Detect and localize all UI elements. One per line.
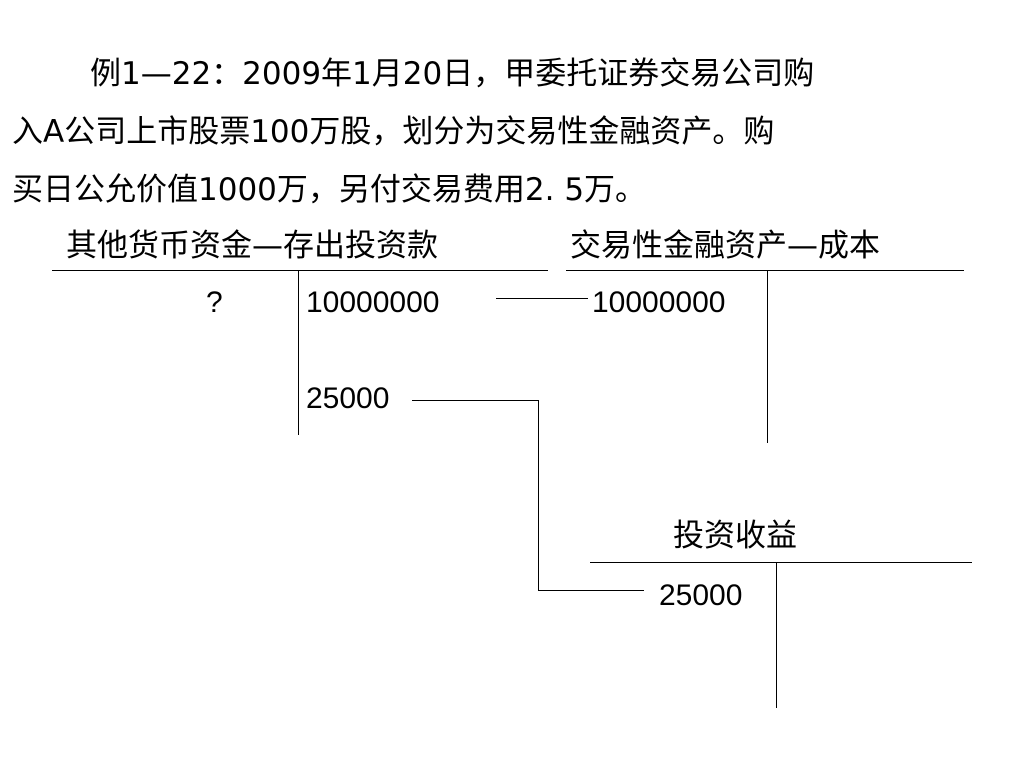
- debit-amount-other-cash: ?: [206, 286, 223, 319]
- account-title-investment-income: 投资收益: [673, 518, 797, 554]
- t-account-top-line-investment-income: [590, 562, 972, 563]
- example-line-2: 入A公司上市股票100万股，划分为交易性金融资产。购: [12, 114, 775, 150]
- example-text: 例1—22：2009年1月20日，甲委托证券交易公司购 入A公司上市股票100万…: [12, 45, 1012, 219]
- credit-amount-other-cash-2: 25000: [306, 382, 390, 415]
- connector-line-cost: [496, 298, 588, 299]
- t-account-top-line-other-cash: [52, 270, 548, 271]
- account-title-trading-asset: 交易性金融资产—成本: [570, 228, 880, 264]
- example-line-3: 买日公允价值1000万，另付交易费用2. 5万。: [12, 172, 647, 208]
- example-line-1-text: 例1—22：2009年1月20日，甲委托证券交易公司购: [90, 56, 815, 92]
- debit-amount-investment-income: 25000: [659, 579, 743, 612]
- t-account-divider-trading-asset: [767, 270, 768, 443]
- connector-line-fee-vertical: [538, 400, 539, 590]
- connector-line-fee-top: [412, 400, 538, 401]
- debit-amount-trading-asset: 10000000: [592, 286, 726, 319]
- example-line-1: 例1—22：2009年1月20日，甲委托证券交易公司购: [12, 45, 1012, 103]
- t-account-divider-other-cash: [298, 270, 299, 435]
- t-account-divider-investment-income: [776, 562, 777, 708]
- connector-line-fee-bottom: [538, 590, 644, 591]
- account-title-other-cash: 其他货币资金—存出投资款: [66, 228, 438, 264]
- credit-amount-other-cash-1: 10000000: [306, 286, 440, 319]
- t-account-top-line-trading-asset: [566, 270, 964, 271]
